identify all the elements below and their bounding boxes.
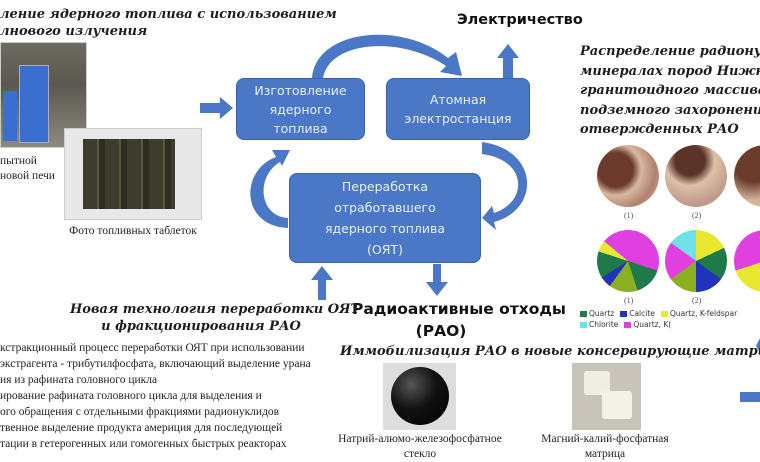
box-line: Атомная <box>429 92 487 107</box>
input-arrow-to-reprocessing <box>311 266 333 300</box>
label-line: Радиоактивные отходы <box>352 300 566 318</box>
matrix-block <box>602 391 632 419</box>
right-edge-arrow <box>740 392 760 402</box>
caption-line: пытной <box>0 155 37 167</box>
box-nuclear-power-plant[interactable]: Атомная электростанция <box>386 78 530 140</box>
fuel-pellets-photo <box>64 128 202 220</box>
furnace-cabinet <box>3 91 17 141</box>
legend-swatch <box>580 311 587 317</box>
text-line: экстрагента - трибутилфосфата, включающи… <box>0 358 311 370</box>
caption-line: Натрий-алюмо-железофосфатное <box>338 433 502 445</box>
title-line: Распределение радионукли <box>580 44 760 59</box>
glass-caption: Натрий-алюмо-железофосфатное стекло <box>335 432 505 462</box>
caption-line: стекло <box>403 448 437 460</box>
title-line: подземного захоронения <box>580 102 760 118</box>
sample-label: (2) <box>692 211 702 220</box>
caption-line: Магний-калий-фосфатная <box>541 433 669 445</box>
legend-swatch <box>624 322 632 328</box>
text-line: ия из рафината головного цикла <box>0 374 158 386</box>
title-line: гранитоидного массива в у <box>580 83 760 98</box>
rock-sample-photo-1 <box>597 145 659 207</box>
radionuclide-title: Распределение радионукли минералах пород… <box>580 42 760 140</box>
text-line: кстракционный процесс переработки ОЯТ пр… <box>0 342 305 354</box>
caption-line: новой печи <box>0 170 55 182</box>
pellets-caption: Фото топливных таблеток <box>69 225 197 237</box>
fuel-section-title: ление ядерного топлива с использованием … <box>0 6 337 40</box>
title-line: ление ядерного топлива с использованием <box>0 7 337 22</box>
title-line: минералах пород Нижнек <box>580 63 760 79</box>
box-line: ядерного <box>269 101 332 117</box>
text-line: ого обращения с отдельными фракциями рад… <box>0 406 280 418</box>
caption-line: матрица <box>584 448 626 460</box>
glass-sphere <box>391 367 449 425</box>
text-line: ирование рафината головного цикла для вы… <box>0 390 262 402</box>
arc-arrow-reprocessing-to-fabrication <box>250 150 290 228</box>
input-arrow <box>200 97 233 119</box>
furnace-caption: пытной новой печи <box>0 154 55 184</box>
rock-sample-photo-2 <box>665 145 727 207</box>
legend-label: Quartz <box>589 309 615 318</box>
box-line: электростанция <box>404 111 512 126</box>
legend-swatch <box>580 322 587 328</box>
matrix-caption: Магний-калий-фосфатная матрица <box>535 432 675 462</box>
sample-label: (2) <box>692 296 702 305</box>
box-line: Переработка <box>341 179 429 194</box>
waste-down-arrow <box>426 264 448 296</box>
sample-label: (1) <box>624 296 634 305</box>
legend-swatch <box>620 311 628 317</box>
right-edge-arrow-tip <box>756 338 760 352</box>
electricity-label: Электричество <box>457 12 583 28</box>
immobilization-title: Иммобилизация РАО в новые консервирующие… <box>340 344 760 359</box>
legend-label: Quartz, K-feldspar <box>669 309 738 318</box>
pellets <box>83 139 175 209</box>
box-line: (ОЯТ) <box>367 242 403 257</box>
matrix-sample-photo <box>572 363 641 430</box>
text-line: тации в гетерогенных или гомогенных быст… <box>0 438 287 450</box>
title-line: и фракционирования РАО <box>101 319 301 334</box>
legend-label: Quartz, K( <box>633 320 672 329</box>
legend-item: Chlorite <box>580 320 618 330</box>
box-fuel-fabrication[interactable]: Изготовление ядерного топлива <box>236 78 365 140</box>
mineral-map-1 <box>597 230 659 292</box>
legend-item: Quartz, K( <box>624 320 671 330</box>
legend-item: Calcite <box>620 309 655 319</box>
label-line: (РАО) <box>415 322 467 340</box>
box-line: Изготовление <box>254 82 347 98</box>
arc-arrow-npp-to-reprocessing <box>482 142 528 230</box>
title-line: лнового излучения <box>0 24 148 39</box>
furnace-cabinet <box>19 65 49 143</box>
text-line: твенное выделение продукта америция для … <box>0 422 283 434</box>
title-line: отвержденных РАО <box>580 122 739 137</box>
glass-sample-photo <box>383 363 456 430</box>
mineral-map-2 <box>665 230 727 292</box>
reprocessing-description: кстракционный процесс переработки ОЯТ пр… <box>0 340 311 452</box>
box-line: топлива <box>273 120 328 136</box>
legend-item: Quartz, K-feldspar <box>660 309 738 319</box>
box-line: отработавшего <box>334 200 436 215</box>
legend-item: Quartz <box>580 309 614 319</box>
box-snf-reprocessing[interactable]: Переработка отработавшего ядерного топли… <box>289 173 481 263</box>
sample-label: (1) <box>624 211 634 220</box>
title-line: Новая технология переработки ОЯТ <box>70 302 361 317</box>
legend-label: Chlorite <box>589 320 619 329</box>
box-line: ядерного топлива <box>324 221 446 236</box>
legend-label: Calcite <box>629 309 655 318</box>
radioactive-waste-label: Радиоактивные отходы (РАО) <box>352 298 566 342</box>
mineral-legend: Quartz Calcite Quartz, K-feldspar Chlori… <box>580 309 758 330</box>
electricity-up-arrow <box>497 44 519 78</box>
legend-swatch <box>660 311 668 317</box>
reprocessing-title: Новая технология переработки ОЯТ и фракц… <box>70 301 361 335</box>
arc-arrow-fabrication-to-npp <box>312 34 462 78</box>
